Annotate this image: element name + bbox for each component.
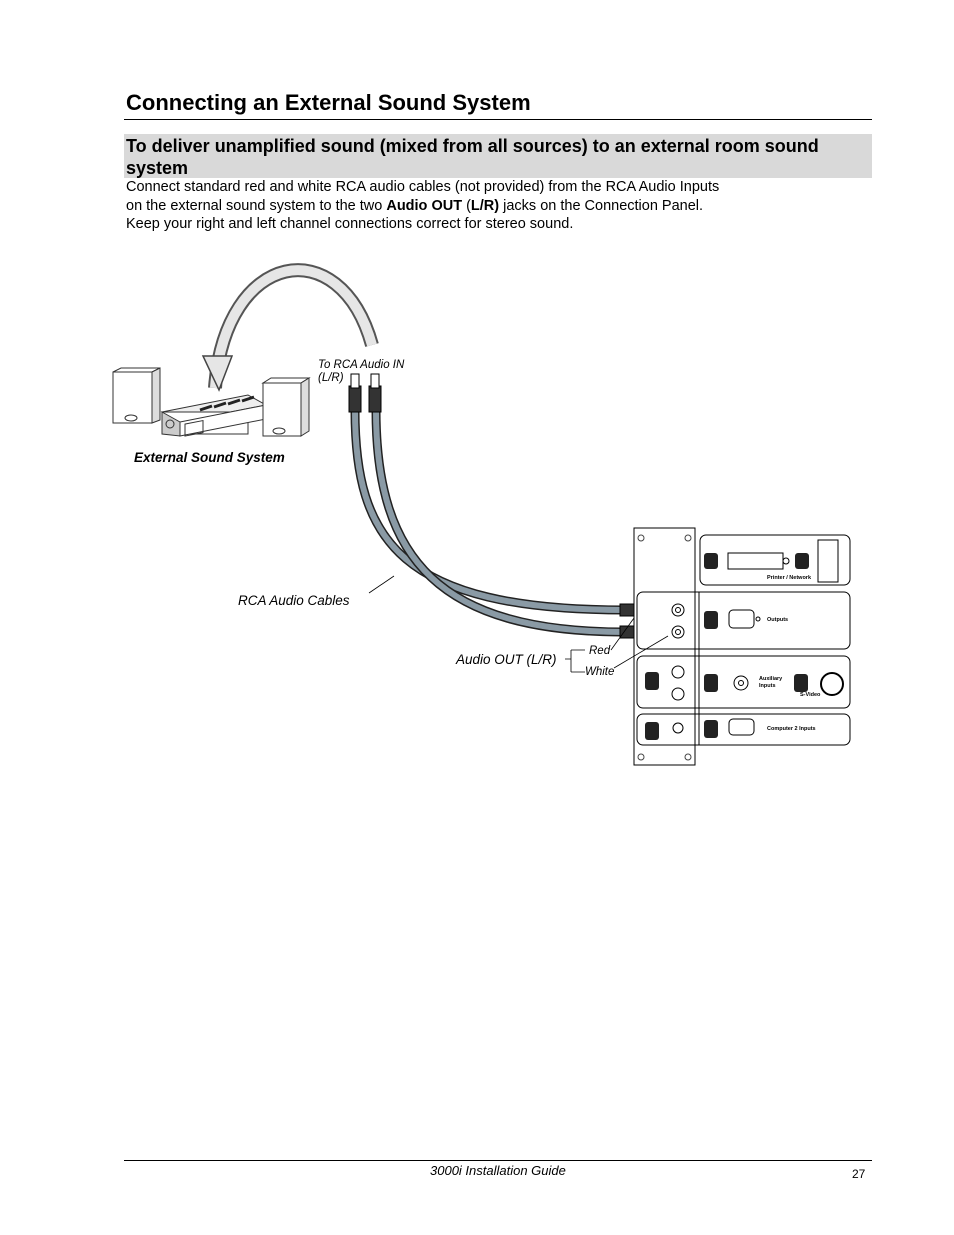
curved-arrow-icon xyxy=(201,263,379,392)
instructions-line-3: Keep your right and left channel connect… xyxy=(126,216,574,232)
footer-rule xyxy=(124,1160,872,1161)
lr-bold: L/R) xyxy=(470,197,500,214)
right-speaker-icon xyxy=(261,377,311,437)
instructions-line-1: Connect standard red and white RCA audio… xyxy=(126,179,720,195)
subheading-background xyxy=(124,134,872,178)
rca-audio-cables-label: RCA Audio Cables xyxy=(238,593,350,608)
left-speaker-icon xyxy=(112,367,161,424)
audio-out-bold: Audio OUT xyxy=(386,197,463,214)
panel-outputs-label: Outputs xyxy=(767,617,788,623)
red-label: Red xyxy=(589,645,611,657)
red-leader-line xyxy=(610,617,635,651)
heading-rule xyxy=(124,119,872,120)
audio-out-label: Audio OUT (L/R) xyxy=(455,652,557,667)
page-heading: Connecting an External Sound System xyxy=(126,90,531,115)
cables-leader-line xyxy=(368,575,395,594)
instructions-paragraph: Connect standard red and white RCA audio… xyxy=(126,178,806,234)
connection-panel xyxy=(633,527,851,766)
panel-computer2-label: Computer 2 Inputs xyxy=(767,726,816,732)
panel-auxiliary-label-line2: Inputs xyxy=(759,683,776,689)
white-leader-line xyxy=(613,635,669,669)
external-sound-system-label: External Sound System xyxy=(134,450,285,465)
rca-cables xyxy=(350,409,626,637)
white-label: White xyxy=(585,666,614,678)
instructions-line-2-post: jacks on the Connection Panel. xyxy=(499,197,704,214)
rca-plug-right-icon xyxy=(368,373,382,413)
footer-title: 3000i Installation Guide xyxy=(430,1163,566,1178)
rca-plug-left-icon xyxy=(348,373,362,413)
subheading: To deliver unamplified sound (mixed from… xyxy=(126,136,819,178)
panel-printer-network-label: Printer / Network xyxy=(767,575,812,581)
instructions-line-2-mid: ( xyxy=(462,197,471,214)
page-number: 27 xyxy=(852,1167,866,1181)
audio-out-bracket xyxy=(565,649,585,673)
to-rca-label-line1: To RCA Audio IN xyxy=(318,359,405,371)
panel-svideo-label: S-Video xyxy=(800,692,821,698)
instructions-line-2-pre: on the external sound system to the two xyxy=(126,197,387,214)
to-rca-label-line2: (L/R) xyxy=(318,372,344,384)
receiver-icon xyxy=(160,394,268,437)
connection-diagram: To RCA Audio IN (L/R) External Sound Sys… xyxy=(112,263,851,766)
panel-auxiliary-label-line1: Auxiliary xyxy=(759,676,783,682)
